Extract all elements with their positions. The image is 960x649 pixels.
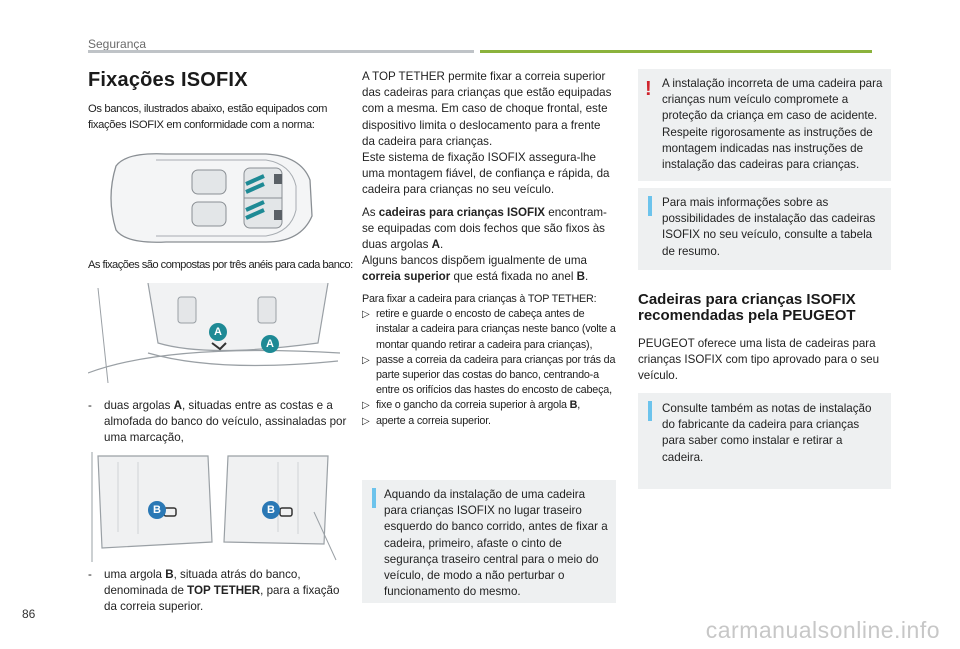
isofix-seats-paragraph: As cadeiras para crianças ISOFIX encontr…	[362, 205, 607, 252]
seat-a-figure: A A	[87, 282, 341, 393]
info-box-middle: Aquando da instalação de uma cadeira par…	[362, 480, 616, 603]
steps-intro: Para fixar a cadeira para crianças à TOP…	[362, 293, 597, 305]
dash-marker: -	[88, 568, 92, 581]
marker-a-right: A	[261, 335, 279, 353]
header-rule-grey	[88, 50, 474, 53]
info-box-summary: Para mais informações sobre as possibili…	[638, 188, 891, 270]
item-b-text: uma argola	[104, 568, 166, 581]
list-item: ▷retire e guarde o encosto de cabeça ant…	[362, 308, 616, 351]
page-title: Fixações ISOFIX	[88, 69, 248, 91]
item-a-text-end: , situadas entre as costas e a almofada …	[104, 399, 347, 445]
item-b-top-tether: TOP TETHER	[187, 584, 261, 598]
isofix-system-paragraph: Este sistema de fixação ISOFIX assegura-…	[362, 151, 610, 197]
middle-text-block: A TOP TETHER permite fixar a correia sup…	[362, 69, 616, 286]
car-top-view-figure	[96, 146, 322, 250]
list-item: ▷aperte a correia superior.	[362, 414, 491, 427]
warning-box: ! A instalação incorreta de uma cadeira …	[638, 69, 891, 181]
dash-marker: -	[88, 399, 92, 412]
seat-anchor-a-illustration	[87, 282, 341, 384]
warning-icon: !	[645, 78, 652, 100]
marker-a-left: A	[209, 323, 227, 341]
recommended-seats-paragraph: PEUGEOT oferece uma lista de cadeiras pa…	[638, 337, 880, 383]
marker-b-right: B	[262, 501, 280, 519]
car-top-view-illustration	[110, 153, 313, 243]
header-rule-green	[480, 50, 872, 53]
page-number: 86	[22, 607, 36, 621]
steps-list: ▷retire e guarde o encosto de cabeça ant…	[362, 307, 618, 429]
item-b: - uma argola B, situada atrás do banco, …	[88, 567, 350, 616]
item-b-text-end: , para a fixação da correia superior.	[104, 584, 340, 614]
list-item: ▷fixe o gancho da correia superior à arg…	[362, 399, 581, 412]
info-box-summary-text: Para mais informações sobre as possibili…	[662, 196, 876, 258]
info-icon	[372, 488, 376, 508]
info-box-install-notes: Consulte também as notas de instalação d…	[638, 393, 891, 489]
watermark: carmanualsonline.info	[705, 617, 940, 643]
item-b-text-mid: , situada atrás do banco, denominada de	[104, 568, 301, 598]
section-label: Segurança	[88, 37, 147, 51]
top-strap-paragraph: Alguns bancos dispõem igualmente de uma …	[362, 254, 589, 284]
seat-b-figure: B B	[88, 452, 340, 562]
top-tether-paragraph: A TOP TETHER permite fixar a correia sup…	[362, 70, 612, 148]
list-item: ▷passe a correia da cadeira para criança…	[362, 353, 616, 397]
item-a-label: A	[173, 399, 182, 412]
info-icon	[648, 401, 652, 421]
steps-block: Para fixar a cadeira para crianças à TOP…	[362, 292, 618, 429]
item-b-label: B	[165, 568, 174, 581]
info-icon	[648, 196, 652, 216]
warning-box-text: A instalação incorreta de uma cadeira pa…	[662, 77, 883, 172]
item-a-text: duas argolas	[104, 399, 174, 412]
item-a: - duas argolas A, situadas entre as cost…	[88, 398, 350, 447]
info-box-install-notes-text: Consulte também as notas de instalação d…	[662, 402, 872, 464]
recommended-seats-heading: Cadeiras para crianças ISOFIX recomendad…	[638, 291, 856, 324]
info-box-middle-text: Aquando da instalação de uma cadeira par…	[384, 488, 608, 599]
rings-caption: As fixações são compostas por três anéis…	[88, 259, 353, 271]
intro-text: Os bancos, ilustrados abaixo, estão equi…	[88, 103, 328, 131]
marker-b-left: B	[148, 501, 166, 519]
seat-anchor-b-illustration	[91, 452, 337, 562]
